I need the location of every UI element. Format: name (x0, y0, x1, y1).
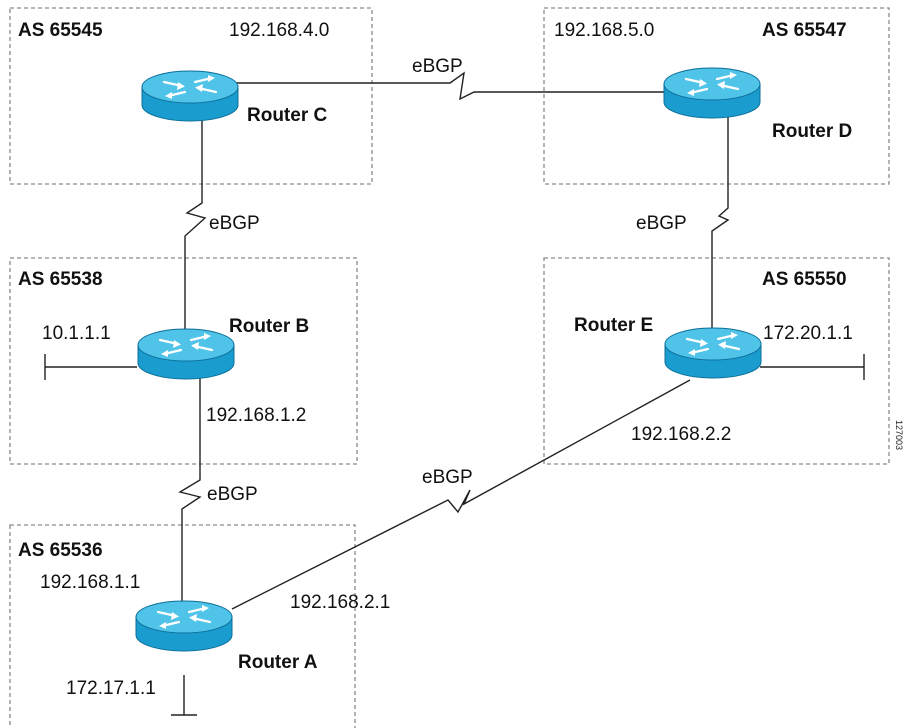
link-c-d: eBGP (205, 56, 700, 101)
address-router-b-stub: 10.1.1.1 (42, 323, 111, 344)
address-router-a-stub: 172.17.1.1 (66, 678, 156, 699)
link-b-a: eBGP (178, 370, 258, 612)
link-label: eBGP (209, 213, 260, 234)
address-router-b-link: 192.168.1.2 (206, 405, 306, 426)
as-label: AS 65545 (18, 20, 103, 41)
stub-router-e (760, 354, 865, 380)
router-c[interactable]: Router C (140, 69, 328, 126)
link-label: eBGP (636, 213, 687, 234)
link-label: eBGP (207, 484, 258, 505)
router-icon (136, 327, 236, 381)
address-router-a-to-b: 192.168.1.1 (40, 572, 140, 593)
link-c-b: eBGP (184, 118, 260, 330)
as-label: AS 65536 (18, 540, 103, 561)
as-box-65547: 192.168.5.0 AS 65547 (543, 7, 890, 185)
stub-router-a (171, 675, 197, 716)
network-label: 192.168.4.0 (229, 20, 329, 41)
router-icon (140, 69, 240, 123)
router-label: Router D (772, 121, 852, 142)
router-label: Router A (238, 652, 318, 673)
router-d[interactable]: Router D (662, 66, 852, 142)
as-box-65536: AS 65536 (9, 524, 356, 728)
address-router-e-link: 192.168.2.2 (631, 424, 731, 445)
router-label: Router E (574, 315, 653, 336)
link-label: eBGP (412, 56, 463, 77)
stub-router-b (44, 354, 137, 380)
router-icon (663, 326, 763, 380)
router-e[interactable]: Router E (574, 315, 763, 380)
link-label: eBGP (422, 467, 473, 488)
as-label: AS 65538 (18, 269, 103, 290)
address-router-a-to-e: 192.168.2.1 (290, 592, 390, 613)
link-d-e: eBGP (636, 110, 730, 328)
router-label: Router B (229, 316, 309, 337)
router-b[interactable]: Router B (136, 316, 309, 381)
link-a-e: eBGP (231, 379, 691, 610)
address-router-e-stub: 172.20.1.1 (763, 323, 853, 344)
router-a[interactable]: Router A (134, 599, 318, 673)
router-icon (134, 599, 234, 653)
as-box-65550: AS 65550 (543, 257, 890, 465)
figure-id: 127003 (894, 420, 904, 450)
router-icon (662, 66, 762, 120)
as-label: AS 65550 (762, 269, 847, 290)
router-label: Router C (247, 105, 328, 126)
as-box-65538: AS 65538 (9, 257, 358, 465)
as-label: AS 65547 (762, 20, 847, 41)
as-box-65545: AS 65545 192.168.4.0 (9, 7, 373, 185)
network-label: 192.168.5.0 (554, 20, 654, 41)
